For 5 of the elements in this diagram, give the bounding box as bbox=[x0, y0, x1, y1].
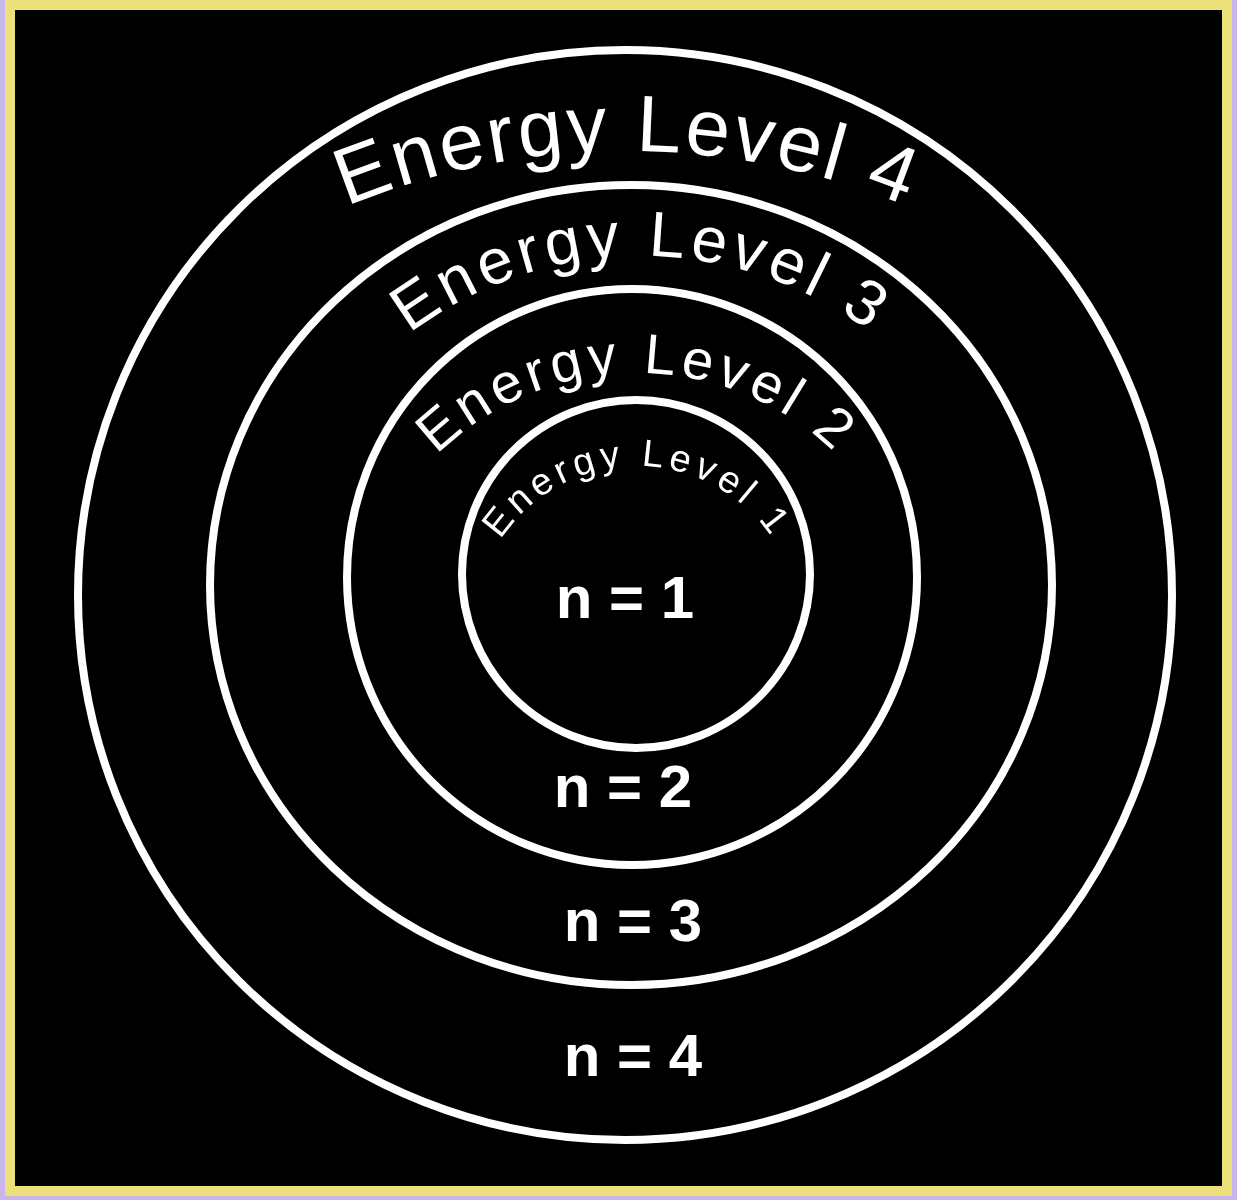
energy-level-ring bbox=[74, 46, 1176, 1144]
quantum-number-label: n = 1 bbox=[555, 568, 695, 628]
quantum-number-label: n = 2 bbox=[553, 757, 693, 817]
quantum-number-label: n = 3 bbox=[563, 891, 703, 951]
quantum-number-label: n = 4 bbox=[563, 1026, 703, 1086]
